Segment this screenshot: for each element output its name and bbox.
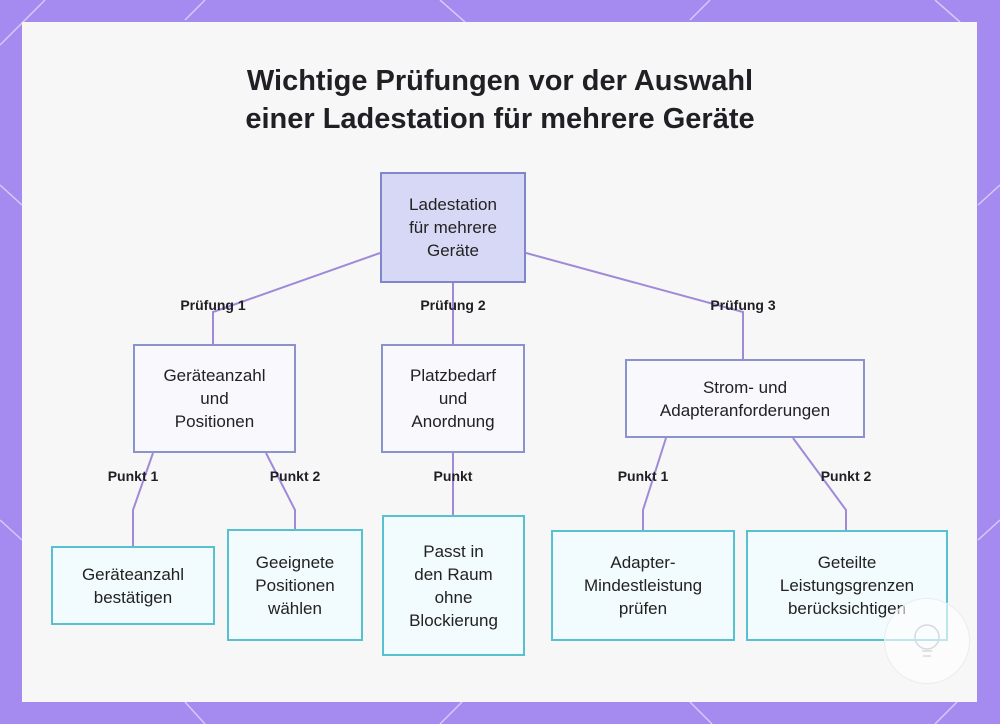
node-root: Ladestation für mehrere Geräte (380, 172, 526, 283)
node-check-2: Platzbedarf und Anordnung (381, 344, 525, 453)
node-leaf-positionen: Geeignete Positionen wählen (227, 529, 363, 641)
node-leaf-geraeteanzahl: Geräteanzahl bestätigen (51, 546, 215, 625)
lightbulb-icon (914, 624, 940, 657)
edge-label-punkt-1-left: Punkt 1 (107, 468, 159, 484)
edge-label-punkt: Punkt (433, 468, 473, 484)
title-line-2: einer Ladestation für mehrere Geräte (245, 103, 755, 135)
edge-label-punkt-1-right: Punkt 1 (617, 468, 669, 484)
diagram-title: Wichtige Prüfungen vor der Auswahl einer… (0, 62, 1000, 138)
node-leaf-raum: Passt in den Raum ohne Blockierung (382, 515, 525, 656)
edge-label-pruefung-1: Prüfung 1 (180, 297, 246, 313)
edge-label-punkt-2-right: Punkt 2 (820, 468, 872, 484)
edge-label-punkt-2-left: Punkt 2 (269, 468, 321, 484)
title-line-1: Wichtige Prüfungen vor der Auswahl (246, 65, 754, 97)
node-check-3: Strom- und Adapteranforderungen (625, 359, 865, 438)
node-check-1: Geräteanzahl und Positionen (133, 344, 296, 453)
edge-label-pruefung-3: Prüfung 3 (710, 297, 776, 313)
watermark-logo (884, 598, 970, 684)
edge-label-pruefung-2: Prüfung 2 (420, 297, 486, 313)
node-leaf-adapter: Adapter- Mindestleistung prüfen (551, 530, 735, 641)
